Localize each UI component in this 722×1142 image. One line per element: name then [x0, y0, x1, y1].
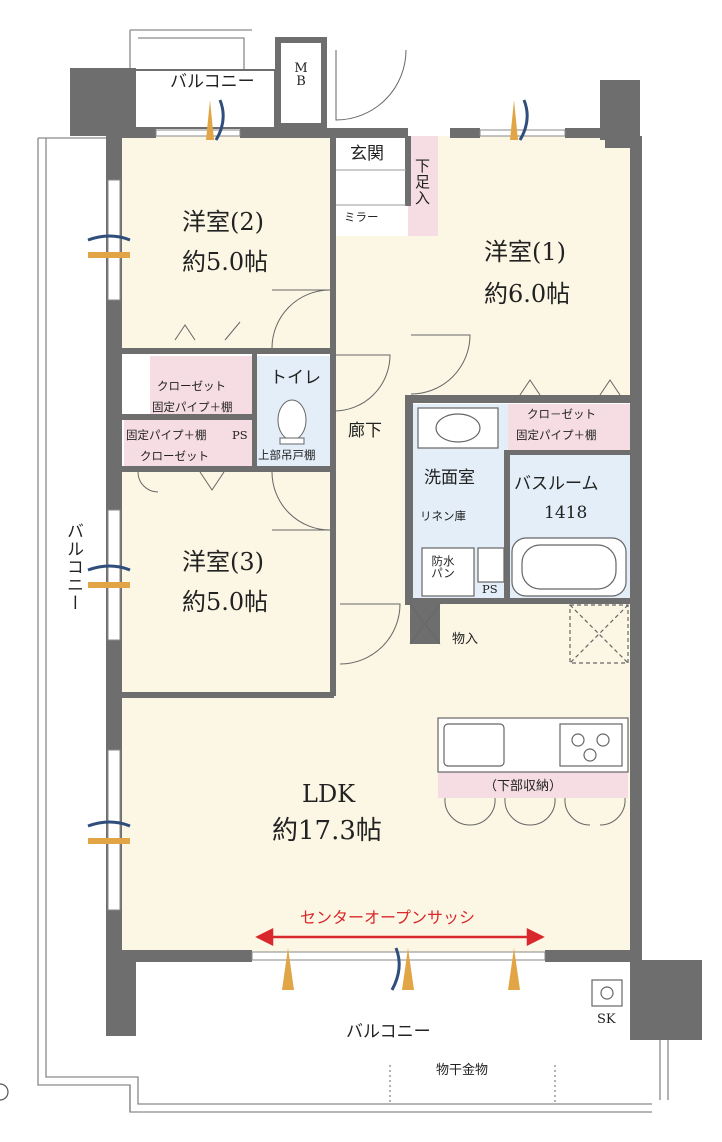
pipe-shelf-1-label: 固定パイプ＋棚: [516, 428, 597, 442]
top-balcony: [134, 37, 327, 129]
under-storage-label: （下部収納）: [484, 779, 563, 794]
washroom-label: 洗面室: [424, 468, 475, 488]
pan-label: 防水パン: [431, 554, 455, 580]
ldk-name: LDK: [302, 780, 356, 808]
storage-label: 物入: [452, 632, 479, 647]
balcony-railing: [37, 29, 669, 1113]
corridor-label: 廊下: [348, 421, 382, 441]
upper-cabinet-label: 上部吊戸棚: [258, 448, 316, 462]
toilet-label: トイレ: [270, 368, 321, 388]
entrance-label: 玄関: [350, 144, 384, 164]
ventilation-icons: [87, 99, 529, 991]
mb-label: M B: [294, 61, 308, 89]
doors: [137, 49, 626, 826]
compass-mark: [0, 1083, 9, 1101]
pipe-shelf-3-label: 固定パイプ＋棚: [126, 428, 207, 442]
sash-label: センターオープンサッシ: [300, 908, 476, 927]
room-western-2-size: 約5.0帖: [182, 248, 269, 276]
mirror-label: ミラー: [344, 210, 379, 224]
pipe-shelf-2-label: 固定パイプ＋棚: [152, 400, 233, 414]
closet-2-label: クローゼット: [157, 379, 226, 393]
ps-label-left: PS: [232, 428, 248, 442]
room-western-1-name: 洋室(1): [484, 238, 566, 266]
linen-label: リネン庫: [420, 509, 466, 523]
closet-1-label: クロ－ゼット: [527, 407, 596, 421]
balcony-bottom-label: バルコニー: [346, 1022, 431, 1042]
ldk-size: 約17.3帖: [272, 816, 382, 846]
sk-sink: [591, 979, 623, 1007]
kitchen-counter: [437, 717, 629, 773]
room-western-2-name: 洋室(2): [182, 208, 264, 236]
balcony-top-label: バルコニー: [170, 72, 255, 92]
bath-fixtures: [417, 407, 629, 664]
drying-label: 物干金物: [436, 1063, 489, 1078]
shoe-storage-label: 下足入: [413, 158, 431, 206]
bath-size-label: 1418: [544, 503, 588, 523]
closet-3-label: クローゼット: [140, 449, 209, 463]
balcony-left-label: バルコニー: [63, 522, 83, 612]
room-western-3-size: 約5.0帖: [182, 588, 269, 616]
entrance-steps: [336, 169, 406, 206]
ps-label-right: PS: [482, 582, 498, 596]
sash-arrow: [255, 927, 545, 947]
toilet-fixture: [277, 399, 307, 445]
drying-rail: [389, 1065, 556, 1102]
bathroom-label: バスルーム: [514, 474, 599, 494]
floors: [122, 136, 634, 956]
room-western-1-size: 約6.0帖: [484, 280, 571, 308]
sk-label: SK: [597, 1012, 616, 1027]
room-western-3-name: 洋室(3): [182, 548, 264, 576]
